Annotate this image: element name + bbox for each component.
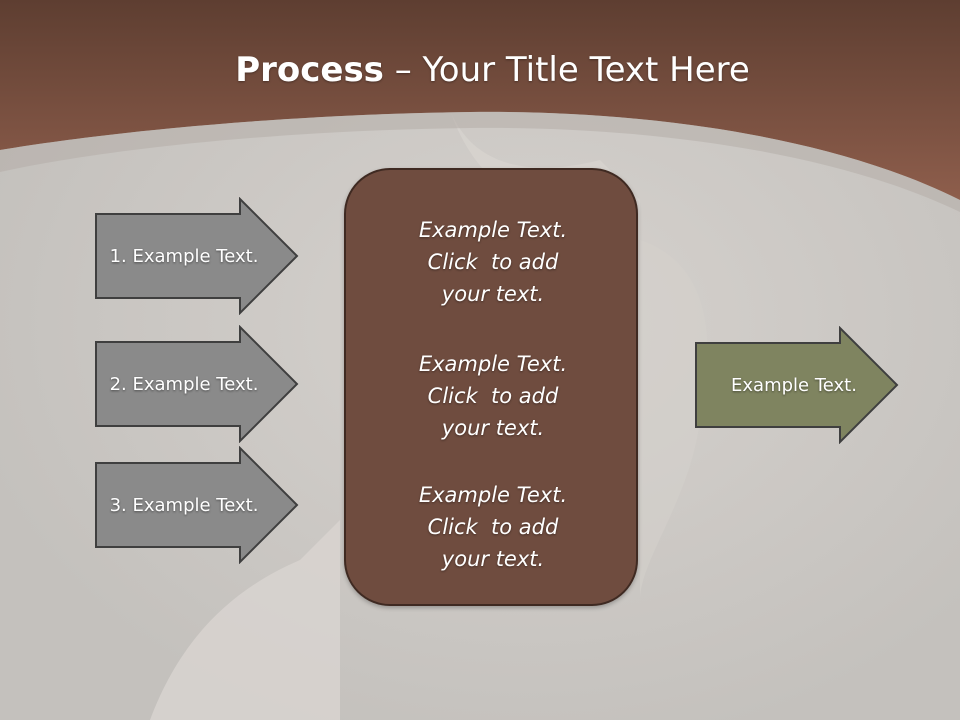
- center-text-line: Click to add: [427, 384, 559, 408]
- process-arrow-label: 3. Example Text.: [109, 494, 259, 516]
- center-text-block[interactable]: Example Text. Click to add your text.: [346, 348, 640, 444]
- title-bold: Process: [235, 50, 384, 90]
- center-text-line: Click to add: [427, 250, 559, 274]
- process-arrow-1[interactable]: 1. Example Text.: [94, 197, 299, 315]
- center-text-block[interactable]: Example Text. Click to add your text.: [346, 214, 640, 310]
- center-text-line: Click to add: [427, 515, 559, 539]
- arrow-shape: [95, 325, 299, 443]
- process-arrow-label: 1. Example Text.: [109, 245, 259, 267]
- center-text-line: Example Text.: [418, 352, 568, 376]
- center-text-line: your text.: [441, 282, 545, 306]
- center-text-line: Example Text.: [418, 218, 568, 242]
- output-arrow-label: Example Text.: [731, 374, 857, 396]
- process-arrow-2[interactable]: 2. Example Text.: [94, 325, 299, 443]
- process-arrow-label: 2. Example Text.: [109, 373, 259, 395]
- arrow-shape: [95, 446, 299, 564]
- center-text-block[interactable]: Example Text. Click to add your text.: [346, 479, 640, 575]
- arrow-shape: [95, 197, 299, 315]
- center-text-line: your text.: [441, 416, 545, 440]
- center-text-line: Example Text.: [418, 483, 568, 507]
- center-text-line: your text.: [441, 547, 545, 571]
- slide-title[interactable]: Process – Your Title Text Here: [0, 50, 960, 90]
- center-process-box[interactable]: Example Text. Click to add your text. Ex…: [344, 168, 638, 606]
- title-rest: – Your Title Text Here: [383, 50, 750, 90]
- process-arrow-3[interactable]: 3. Example Text.: [94, 446, 299, 564]
- output-arrow[interactable]: Example Text.: [694, 326, 899, 444]
- arrow-shape: [695, 326, 899, 444]
